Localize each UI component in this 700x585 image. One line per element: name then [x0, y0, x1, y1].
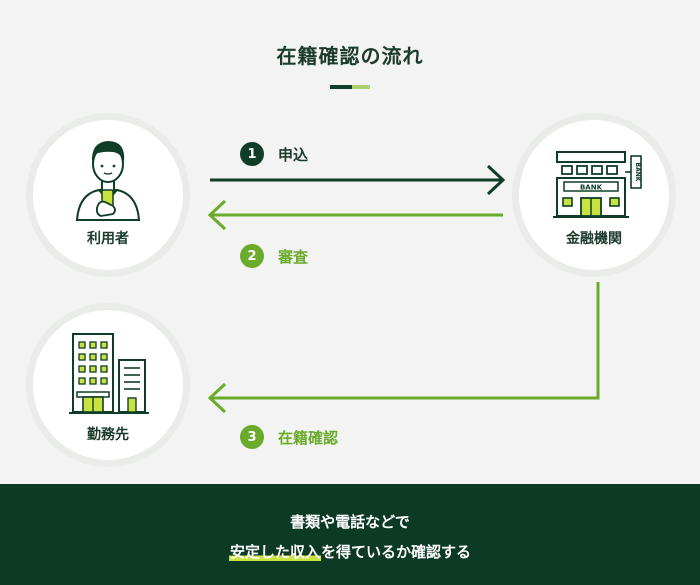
- step-2-number: 2: [240, 244, 264, 268]
- bank-building-icon: BANK BANK: [553, 151, 642, 218]
- node-work: 勤務先: [33, 310, 183, 460]
- title-underline-light: [352, 85, 370, 89]
- step-1-number: 1: [240, 142, 264, 166]
- footer-banner: 書類や電話などで 安定した収入を得ているか確認する: [0, 484, 700, 585]
- step-2: 2 審査: [240, 244, 308, 268]
- arrow-employment-check: [207, 282, 600, 414]
- arrow-review: [207, 199, 503, 231]
- step-3-label: 在籍確認: [278, 428, 339, 447]
- node-user-label: 利用者: [87, 231, 129, 247]
- page-title: 在籍確認の流れ: [276, 44, 424, 68]
- footer-line-2-rest: を得ているか確認する: [321, 543, 472, 561]
- step-1: 1 申込: [240, 142, 308, 166]
- step-2-label: 審査: [278, 247, 309, 266]
- step-3: 3 在籍確認: [240, 425, 338, 449]
- node-user: 利用者: [33, 120, 183, 270]
- arrow-apply: [210, 164, 506, 196]
- node-bank-label: 金融機関: [566, 231, 622, 247]
- footer-highlight: 安定した収入: [228, 543, 321, 561]
- footer-line-2: 安定した収入を得ているか確認する: [0, 541, 700, 562]
- node-bank: BANK BANK 金融機関: [519, 120, 669, 270]
- bank-sign-text: BANK: [580, 184, 603, 192]
- step-1-label: 申込: [278, 145, 309, 164]
- person-with-phone-icon: [75, 141, 141, 221]
- step-3-number: 3: [240, 425, 264, 449]
- title-underline-dark: [330, 85, 352, 89]
- node-work-label: 勤務先: [87, 427, 129, 443]
- footer-line-1: 書類や電話などで: [290, 513, 410, 531]
- bank-side-sign-text: BANK: [634, 163, 641, 182]
- office-building-icon: [69, 333, 149, 414]
